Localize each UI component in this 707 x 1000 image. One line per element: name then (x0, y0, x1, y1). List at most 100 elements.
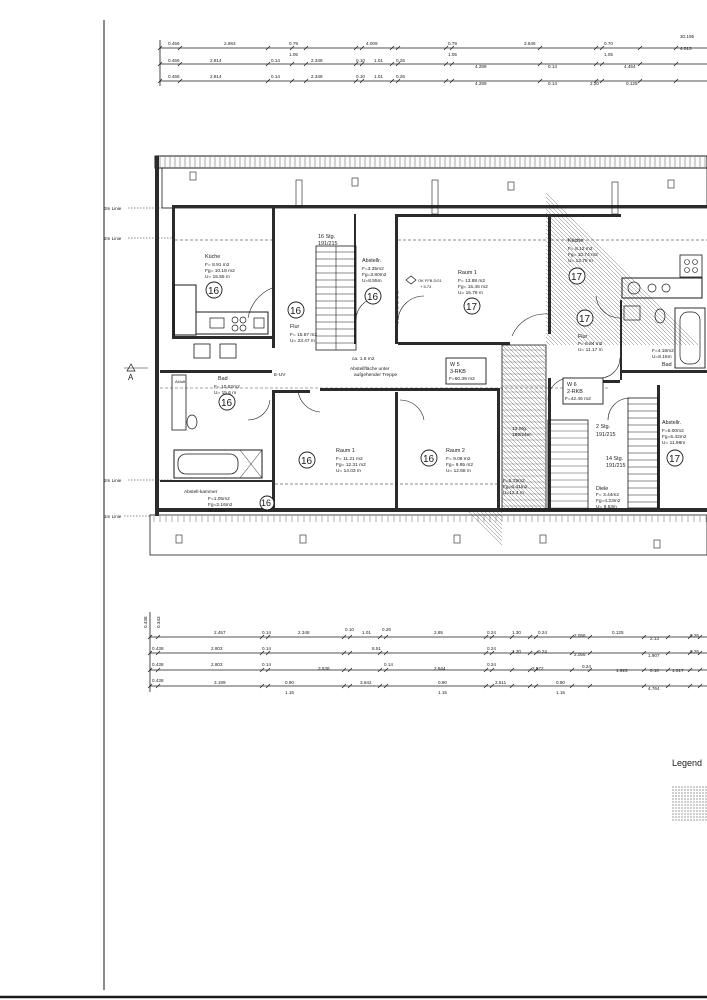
room-name: Bad (218, 376, 228, 382)
room-name: Abstellr. (662, 420, 681, 426)
room-metric: Fg=3.80m2 (362, 272, 387, 278)
unit-box-w6: W 6 2-RKB F=42.46 m2 (562, 377, 604, 405)
room-name: Abstellr. (362, 258, 381, 264)
unit-area: F=42.46 m2 (565, 396, 591, 402)
dim-text: 0.14 (271, 58, 280, 63)
room-hall-17: 17 Flur F= 6.84 m2 U= 11.17 m (576, 309, 603, 353)
dim-text: 2.803 (211, 662, 223, 667)
dim-text: 0.14 (262, 662, 271, 667)
room-metric: Fg= 12.31 m2 (336, 462, 366, 468)
room-metric: U=7.5m (208, 508, 225, 514)
room-metric: F=5.00m2 (662, 428, 684, 434)
dim-text: 4.289 (475, 64, 487, 69)
level-line-label: 2m Linie (104, 236, 122, 241)
dim-text: 3.199 (214, 680, 226, 685)
dim-text: 0.14 (384, 662, 393, 667)
room-metric: Fg=5.42m2 (662, 434, 687, 440)
room-metric: U= 15.78 m (458, 290, 483, 296)
hidden-lines (160, 239, 707, 485)
room-metric: Fg=4.23m2 (596, 498, 621, 504)
dormer-outlines (175, 171, 675, 549)
stair-count: 13 Stg. (512, 426, 527, 432)
roof-eave-bottom (149, 514, 707, 556)
dim-text: 1.01 (374, 74, 383, 79)
room-metric: F= 8.12 m2 (568, 246, 593, 252)
room-bath-17: F=4.18m2 U=8.18m Bad (652, 348, 674, 368)
note-text: Fg=6.41m2 (503, 484, 528, 490)
room-name: Raum 2 (446, 448, 465, 454)
room-metric: F= 15.87 m2 (290, 332, 317, 338)
dim-text: 2.511 (495, 680, 507, 685)
dim-text: 0.24 (538, 630, 547, 635)
dim-text: 2.572 (532, 666, 544, 671)
note-text: OK FFB DG1 (418, 278, 443, 283)
dim-text: 0.438 (152, 646, 164, 651)
dim-text: 0.90 (438, 680, 447, 685)
room-1-16: 16 Raum 1 F= 11.21 m2 Fg= 12.31 m2 U= 14… (298, 448, 366, 474)
dim-text: 4.454 (624, 64, 636, 69)
room-bath-16: Bad F= 10.82m2 U= 15.6 m 16 (214, 376, 240, 411)
note-text: F=5.79m2 (503, 478, 525, 484)
unit-number: 16 (221, 398, 233, 409)
room-storage-17: Abstellr. F=5.00m2 Fg=5.42m2 U= 11.98m 1… (662, 420, 687, 467)
room-metric: U= 11.17 m (578, 347, 603, 353)
dim-text: 2.85 (434, 630, 443, 635)
room-hall-16: 16 Flur F= 15.87 m2 U= 23.47 m (287, 301, 317, 344)
dim-text: 0.438 (152, 662, 164, 667)
unit-type: 2-RKB (567, 389, 583, 395)
room-metric: F=3.35m2 (362, 266, 384, 272)
room-metric: U= 15.55 m (205, 274, 230, 280)
dim-text: 0.14 (548, 81, 557, 86)
dim-text: 4.009 (366, 41, 378, 46)
unit-name: W 5 (450, 362, 460, 368)
stair-count: 14 Stg. (606, 456, 623, 462)
dim-text: 2.056 (574, 652, 586, 657)
unit-number: 16 (261, 498, 271, 508)
dim-text: 2.814 (210, 58, 222, 63)
dim-text: 2.457 (214, 630, 226, 635)
room-storage-16: Abstellr. F=3.35m2 Fg=3.80m2 U=8.55m 16 (362, 258, 387, 305)
room-metric: Fg= 10.74 m2 (568, 252, 598, 258)
unit-number: 16 (301, 456, 313, 467)
dim-text: 2.803 (211, 646, 223, 651)
top-dimension-rows: 0.456 2.983 0.79 4.009 0.79 3.846 0.70 4… (157, 34, 707, 86)
dim-text: 0.25 (690, 633, 699, 638)
room-metric: U= 23.47 m (290, 338, 315, 344)
stair-16 (315, 245, 357, 351)
note-text: aufgehender Treppe (354, 372, 398, 378)
plan-notes: Abstellfläche unter aufgehender Treppe c… (175, 275, 528, 496)
dim-text: 0.438 (143, 616, 148, 628)
dim-text: 0.24 (487, 646, 496, 651)
unit-name: W 6 (567, 382, 577, 388)
unit-number: 16 (423, 454, 435, 465)
unit-box-w5: W 5 3-RKB F=60.39 m2 (445, 357, 487, 385)
dim-text: 0.14 (262, 646, 271, 651)
room-metric: F= 9.08 m2 (446, 456, 471, 462)
dim-text: 0.24 (538, 649, 547, 654)
dim-text: 0.24 (487, 630, 496, 635)
dim-text: 1.05 (604, 52, 613, 57)
room-name: Flur (578, 334, 587, 340)
dim-text: 3.538 (318, 666, 330, 671)
dim-text: 0.79 (289, 41, 298, 46)
dim-text: 0.14 (548, 64, 557, 69)
dim-text: 0.14 (262, 630, 271, 635)
dim-text: 0.24 (582, 664, 591, 669)
dim-text: 0.26 (396, 74, 405, 79)
outer-walls (155, 156, 707, 516)
dim-text: 0.80 (556, 680, 565, 685)
dim-text: 0.125 (612, 630, 624, 635)
room-metric: F= 11.21 m2 (336, 456, 363, 462)
dim-text: 4.289 (475, 81, 487, 86)
dim-text: 0.125 (626, 81, 638, 86)
dim-text: 0.343 (156, 616, 161, 628)
level-line-label: 1m Linie (104, 514, 122, 519)
section-letter: A (128, 373, 134, 382)
dim-text: 0.70 (604, 41, 613, 46)
room-metric: U=8.55m (362, 278, 382, 284)
room-2-16: 16 Raum 2 F= 9.08 m2 Fg= 9.95 m2 U= 12.6… (420, 448, 473, 474)
stair-rise: 191/215 (606, 463, 626, 469)
room-metric: F= 10.82m2 (214, 384, 240, 390)
room-metric: Fg= 10.18 m2 (205, 268, 235, 274)
